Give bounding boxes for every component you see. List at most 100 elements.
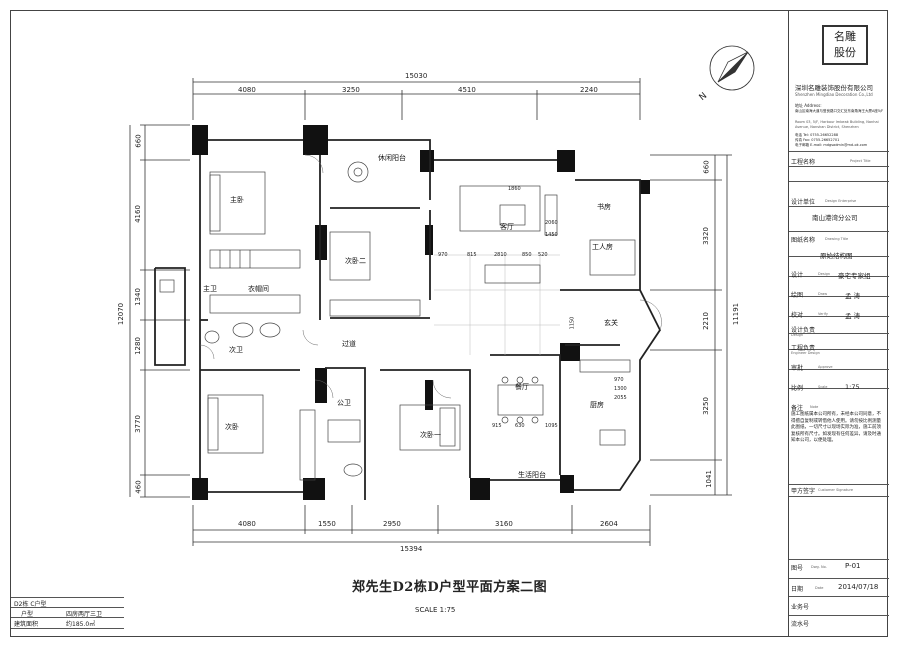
dim-left-4: 1280 [133, 337, 142, 355]
dim-inner: 970 [438, 252, 448, 258]
unit-area-value: 约185.0㎡ [66, 621, 96, 628]
company-logo: 名雕 股份 [822, 25, 868, 65]
dim-inner: 815 [467, 252, 477, 258]
dim-top-2: 3250 [342, 86, 360, 94]
dim-left-6: 460 [134, 480, 143, 494]
tb-label-draw: 绘图 [791, 292, 804, 299]
tb-sub-approve: Approve [818, 365, 833, 369]
dim-inner: 1300 [614, 386, 627, 392]
room-leisure-balcony: 休闲阳台 [378, 154, 406, 162]
phone: 电话 Tel: 0755-26652288 [795, 133, 839, 137]
dim-top-total: 15030 [405, 72, 428, 80]
dim-left-2: 4160 [133, 205, 142, 223]
dim-left-3: 1340 [133, 288, 142, 306]
drawing-scale: SCALE 1:75 [415, 606, 456, 614]
room-public-bath: 公卫 [337, 399, 351, 407]
sheet-label-date: 日期 [791, 586, 804, 593]
dim-inner: 630 [515, 423, 525, 429]
tb-value-scale: 1:75 [845, 383, 860, 391]
company-name: 深圳名雕装饰股份有限公司 [795, 84, 873, 92]
unit-header: D2栋 C户型 [14, 601, 47, 608]
tb-value-design-ent: 南山港湾分公司 [812, 214, 858, 222]
dim-inner: 915 [492, 423, 502, 429]
drawing-frame [10, 10, 888, 637]
dim-top-3: 4510 [458, 86, 476, 94]
dim-right-4: 3250 [701, 397, 710, 415]
unit-type-value: 四房两厅三卫 [66, 611, 103, 618]
tb-value-drawing: 原始结构图 [820, 252, 853, 260]
tb-label-verify: 校对 [791, 312, 804, 319]
tb-sub-design-ent: Design Enterprise [825, 199, 857, 203]
tb-label-scale: 比例 [791, 385, 804, 392]
title-block [788, 11, 889, 637]
dim-right-5: 1041 [704, 470, 713, 488]
dim-top-1: 4080 [238, 86, 256, 94]
signature-label: 甲方签字 [791, 488, 816, 495]
room-corridor: 过道 [342, 340, 356, 348]
dim-inner: 1095 [545, 423, 558, 429]
tb-sub-design: Design [818, 272, 831, 276]
room-master-bath: 主卫 [203, 285, 217, 293]
dim-bottom-5: 2604 [600, 520, 618, 528]
tb-label-design: 设计 [791, 272, 804, 279]
room-second-bath: 次卫 [229, 346, 243, 354]
room-dining: 餐厅 [515, 383, 529, 391]
dim-right-2: 3320 [701, 227, 710, 245]
room-living: 客厅 [500, 223, 514, 231]
dim-right-total: 11191 [732, 302, 741, 326]
room-service-balcony: 生活阳台 [518, 471, 546, 479]
tb-sub-project: Project Title [850, 159, 871, 163]
drawing-title: 郑先生D2栋D户型平面方案二图 [352, 580, 548, 595]
dim-inner: 2055 [614, 395, 627, 401]
signature-sub: Customer Signature [818, 488, 853, 492]
dim-bottom-4: 3160 [495, 520, 513, 528]
tb-label-project: 工程名称 [791, 159, 816, 166]
tb-sub-verify: Verify [818, 312, 828, 316]
tb-label-approve: 审批 [791, 365, 804, 372]
tb-sub-drawing: Drawing Title [825, 237, 849, 241]
tb-label-drawing: 图纸名称 [791, 237, 816, 244]
tb-label-eng-lead: 工程负责 [791, 345, 816, 352]
email: 电子邮箱 E-mail: mdgsadmin@md-ok.com [795, 143, 868, 147]
dim-left-1: 660 [134, 134, 143, 148]
dim-left-5: 3770 [133, 415, 142, 433]
dim-right-3: 2210 [701, 312, 710, 330]
address-en: Room 03, 5/F, Harbour Imbeak Building, N… [795, 120, 879, 129]
tb-sub-design-lead: Design [791, 333, 804, 337]
sheet-sub-no: Dwg. No. [811, 565, 827, 569]
dim-top-4: 2240 [580, 86, 598, 94]
tb-sub-scale: Scale [818, 385, 828, 389]
remarks-sub: Note [810, 405, 819, 409]
tb-sub-eng-lead: Engineer Design [791, 351, 820, 355]
north-arrow [709, 45, 755, 91]
sheet-label-serial: 流水号 [791, 621, 810, 628]
dim-left-total: 12070 [117, 302, 126, 326]
dim-inner: 520 [538, 252, 548, 258]
tb-label-design-ent: 设计单位 [791, 199, 816, 206]
remarks-text: 施工图纸属本公司所有，未经本公司同意，不得擅自复制或转借他人使用。请勿按比例测量… [791, 412, 881, 443]
tb-value-verify: 孟 涛 [845, 312, 861, 320]
room-foyer: 玄关 [604, 319, 618, 327]
room-bed-two: 次卧二 [345, 257, 366, 265]
dim-inner: 2810 [494, 252, 507, 258]
room-study: 书房 [597, 203, 611, 211]
unit-type-label: 户型 [21, 611, 34, 618]
address-label: 地址 Address: [795, 103, 822, 108]
tb-value-design: 豪宅专家组 [838, 272, 871, 280]
tb-sub-draw: Draw [818, 292, 828, 296]
room-maid: 工人房 [592, 243, 613, 251]
dim-bottom-1: 4080 [238, 520, 256, 528]
dim-inner: 1150 [569, 316, 576, 330]
sheet-value-date: 2014/07/18 [838, 583, 879, 591]
dim-inner: 970 [614, 377, 624, 383]
sheet-label-no: 图号 [791, 565, 804, 572]
dim-bottom-2: 1550 [318, 520, 336, 528]
dim-inner: 850 [522, 252, 532, 258]
dim-inner: 1860 [508, 186, 521, 192]
tb-value-draw: 孟 涛 [845, 292, 861, 300]
dim-inner: 2060 [545, 220, 558, 226]
company-name-en: Shenzhen Mingdiao Decoration Co.,Ltd [795, 92, 873, 97]
fax: 传真 Fax: 0755-26652701 [795, 138, 840, 142]
sheet-sub-date: Date [815, 586, 824, 590]
